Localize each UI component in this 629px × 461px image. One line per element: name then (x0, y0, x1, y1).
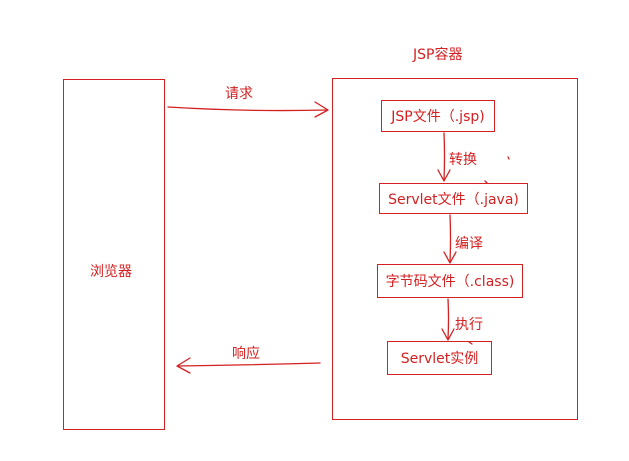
jsp-file-node: JSP文件（.jsp) (381, 100, 495, 132)
compile-arrow (443, 214, 457, 264)
stray-mark (468, 341, 473, 345)
bytecode-file-node: 字节码文件（.class) (377, 264, 523, 298)
servlet-file-node: Servlet文件（.java) (379, 183, 528, 214)
compile-label: 编译 (455, 236, 483, 252)
servlet-instance-label: Servlet实例 (400, 351, 479, 367)
stray-mark (484, 180, 488, 184)
browser-label: 浏览器 (90, 264, 132, 280)
execute-label: 执行 (455, 317, 483, 333)
convert-arrow (437, 132, 451, 182)
request-label: 请求 (225, 86, 253, 102)
browser-box (63, 79, 165, 430)
convert-label: 转换 (449, 152, 477, 168)
servlet-instance-node: Servlet实例 (387, 341, 492, 375)
stray-mark (507, 156, 510, 160)
servlet-file-label: Servlet文件（.java) (388, 191, 519, 208)
response-label: 响应 (232, 346, 260, 362)
container-title: JSP容器 (413, 47, 463, 63)
jsp-container-box (332, 78, 578, 420)
request-arrow (167, 101, 329, 118)
bytecode-file-label: 字节码文件（.class) (385, 274, 515, 290)
jsp-file-label: JSP文件（.jsp) (391, 109, 485, 125)
response-arrow (176, 357, 321, 374)
execute-arrow (441, 298, 455, 341)
